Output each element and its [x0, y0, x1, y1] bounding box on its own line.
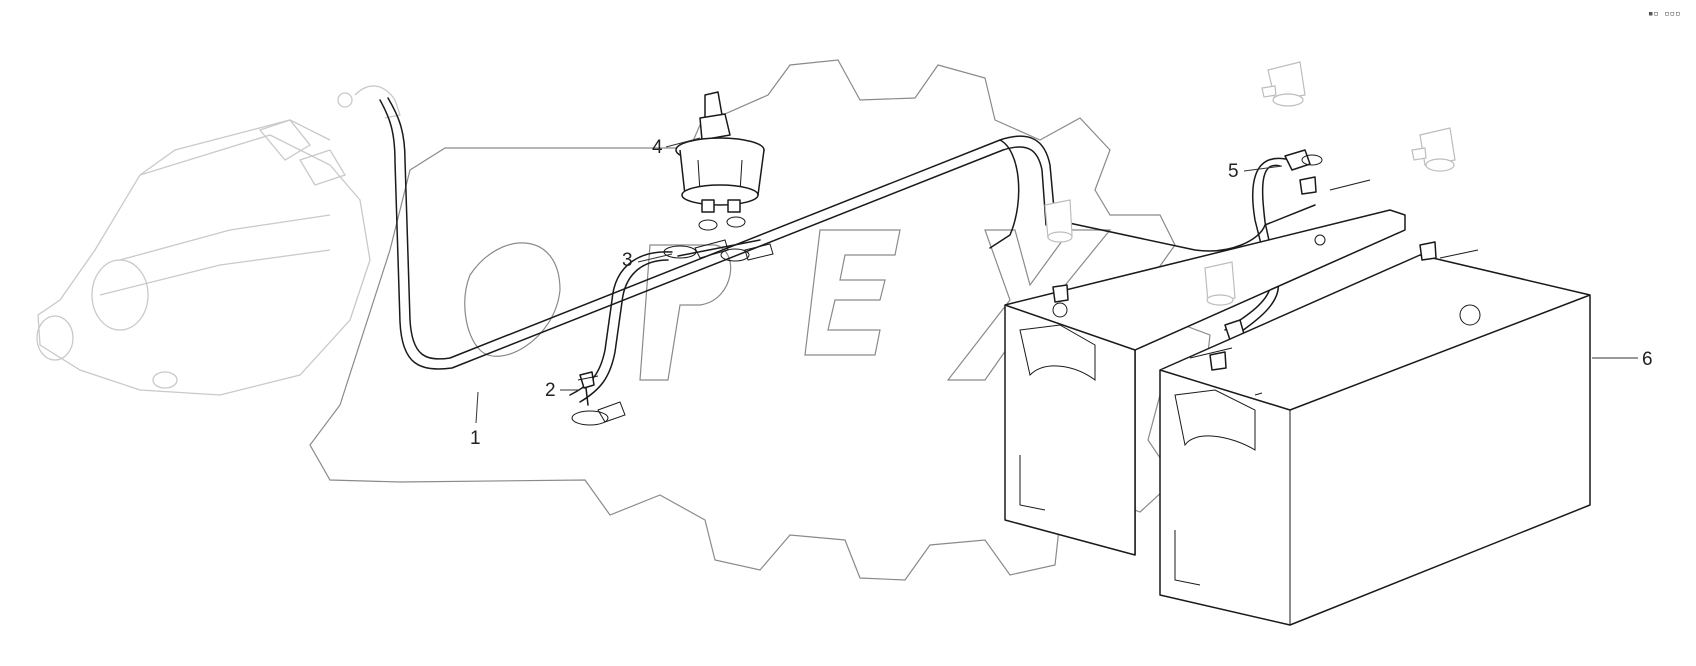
callout-2: 2 — [545, 380, 556, 401]
battery-6 — [1159, 241, 1591, 626]
battery-left — [1004, 176, 1406, 556]
corner-mark: ▪▫ ▫▫▫ — [1648, 9, 1681, 19]
callout-5: 5 — [1228, 161, 1239, 182]
callout-numbers: 1 2 3 4 5 6 — [470, 137, 1653, 449]
bolt-2 — [577, 371, 599, 406]
starter-motor-outline — [36, 85, 401, 396]
callout-3: 3 — [622, 250, 633, 271]
cable-3 — [569, 239, 774, 426]
leader-lines — [475, 137, 1638, 424]
callout-6: 6 — [1642, 349, 1653, 370]
callout-4: 4 — [652, 137, 663, 158]
battery-switch-4 — [675, 91, 765, 231]
terminal-caps — [1044, 61, 1456, 306]
cable-1 — [379, 97, 1316, 370]
callout-1: 1 — [470, 428, 481, 449]
jumper-cable-5 — [1224, 149, 1323, 341]
